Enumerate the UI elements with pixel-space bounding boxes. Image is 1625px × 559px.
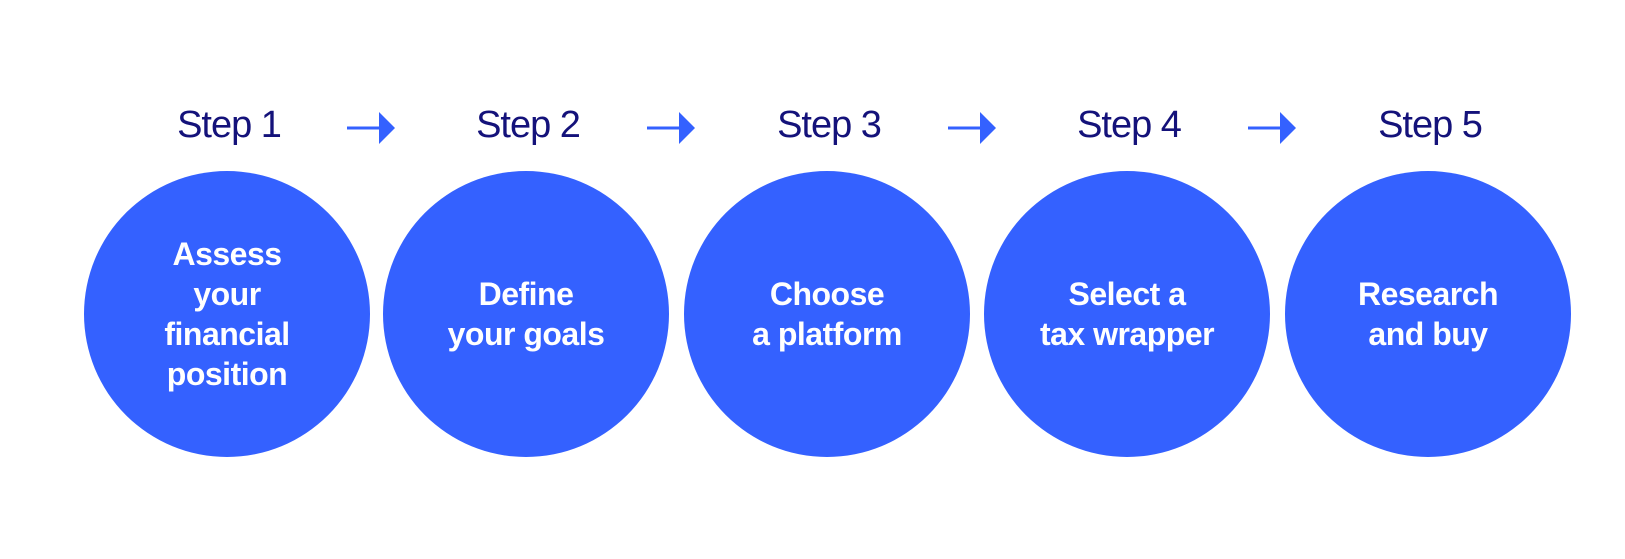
step-1-text: Assess your financial position: [164, 236, 290, 392]
step-3-label: Step 3: [777, 104, 882, 146]
step-5-text: Research and buy: [1357, 276, 1499, 352]
step-3: Step 3 Choose a platform: [684, 0, 974, 559]
step-3-circle: Choose a platform: [684, 171, 970, 457]
arrow-right-icon: [1246, 108, 1298, 148]
step-1-label: Step 1: [177, 104, 282, 146]
step-2-text: Define your goals: [447, 276, 605, 352]
step-5-label: Step 5: [1378, 104, 1483, 146]
arrow-right-icon: [345, 108, 397, 148]
step-2: Step 2 Define your goals: [383, 0, 673, 559]
arrow-right-icon: [645, 108, 697, 148]
step-3-text: Choose a platform: [752, 276, 902, 352]
arrow-right-icon: [946, 108, 998, 148]
step-4: Step 4 Select a tax wrapper: [984, 0, 1274, 559]
step-4-circle: Select a tax wrapper: [984, 171, 1270, 457]
step-1-circle: Assess your financial position: [84, 171, 370, 457]
step-4-label: Step 4: [1077, 104, 1182, 146]
step-4-text: Select a tax wrapper: [1039, 276, 1215, 352]
step-5: Step 5 Research and buy: [1285, 0, 1575, 559]
step-5-circle: Research and buy: [1285, 171, 1571, 457]
step-2-label: Step 2: [476, 104, 581, 146]
step-2-circle: Define your goals: [383, 171, 669, 457]
step-1: Step 1 Assess your financial position: [84, 0, 374, 559]
